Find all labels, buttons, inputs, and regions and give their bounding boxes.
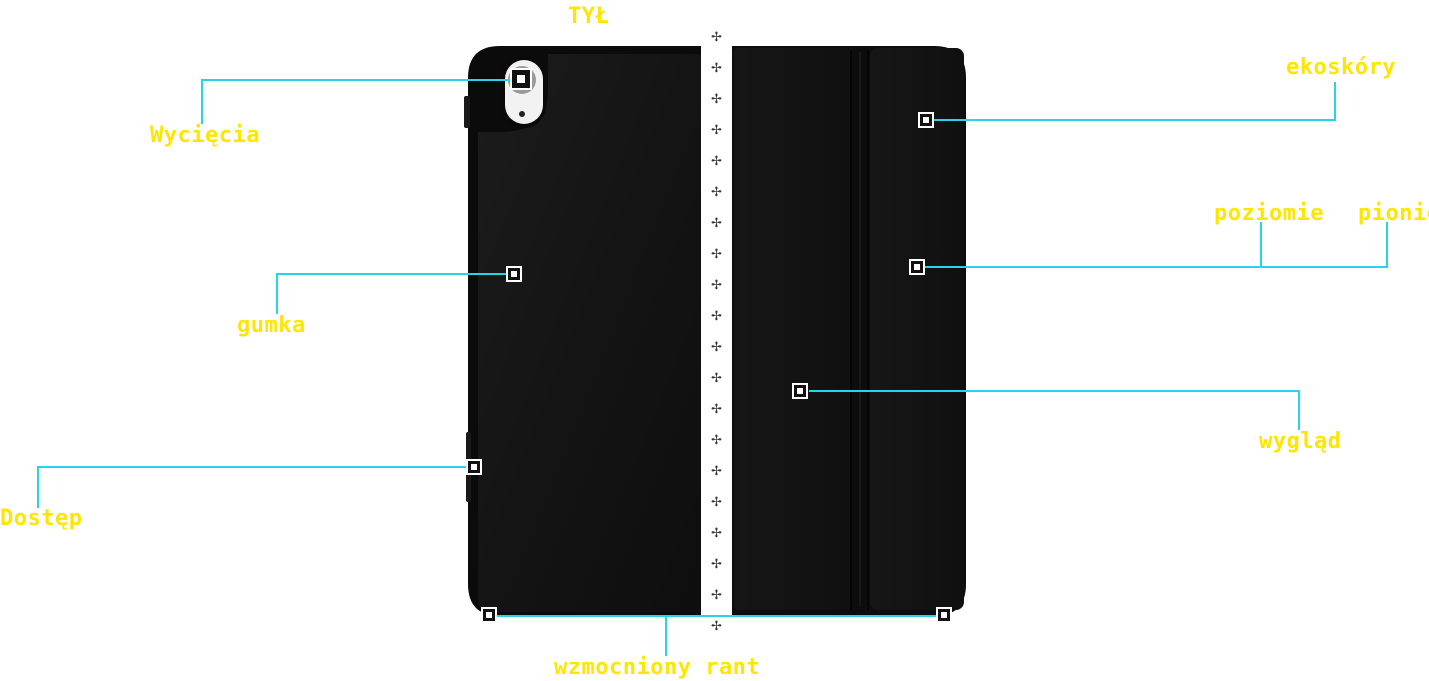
separator-cross: ✢ [711, 309, 722, 324]
separator-cross: ✢ [711, 526, 722, 541]
hotspot-dostep[interactable] [466, 459, 482, 475]
separator-cross: ✢ [711, 557, 722, 572]
separator-cross: ✢ [711, 433, 722, 448]
label-gumka: gumka [237, 313, 306, 338]
leader-gumka [276, 273, 506, 314]
label-pionie: pionie [1358, 201, 1429, 226]
leader-wyciecia [201, 79, 510, 124]
label-rant: wzmocniony rant [554, 655, 761, 680]
separator-cross: ✢ [711, 340, 722, 355]
hotspot-ekoskory[interactable] [918, 112, 934, 128]
separator-cross: ✢ [711, 92, 722, 107]
separator-cross: ✢ [711, 464, 722, 479]
leader-lines [37, 79, 1388, 656]
leader-wyglad [809, 390, 1300, 430]
hotspot-rant-left[interactable] [481, 607, 497, 623]
camera-cutout [500, 56, 546, 128]
leader-dostep [37, 466, 466, 508]
hotspot-gumka[interactable] [506, 266, 522, 282]
leader-ekoskory [934, 82, 1336, 121]
separator-cross: ✢ [711, 61, 722, 76]
separator-cross: ✢ [711, 247, 722, 262]
separator-cross: ✢ [711, 588, 722, 603]
separator-cross: ✢ [711, 619, 722, 634]
title-tyl: TYŁ [568, 4, 610, 29]
hotspot-wyglad[interactable] [792, 383, 808, 399]
separator-cross: ✢ [711, 185, 722, 200]
separator-cross: ✢ [711, 154, 722, 169]
hotspot-poziomie-pionie[interactable] [909, 259, 925, 275]
leader-poziomie-pionie [925, 222, 1388, 268]
separator-cross: ✢ [711, 216, 722, 231]
label-dostep: Dostęp [0, 506, 83, 531]
case-front-right-half [732, 46, 966, 616]
separator-cross: ✢ [711, 402, 722, 417]
hotspot-wyciecia[interactable] [510, 68, 532, 90]
case-back-left-half [464, 46, 701, 616]
separator-cross: ✢ [711, 495, 722, 510]
label-wyglad: wygląd [1259, 429, 1342, 454]
label-wyciecia: Wycięcia [150, 123, 260, 148]
separator-cross: ✢ [711, 30, 722, 45]
separator-cross: ✢ [711, 123, 722, 138]
label-ekoskory: ekoskóry [1286, 55, 1396, 80]
separator-cross: ✢ [711, 371, 722, 386]
label-poziomie: poziomie [1214, 201, 1324, 226]
separator-cross: ✢ [711, 278, 722, 293]
hotspot-rant-right[interactable] [936, 607, 952, 623]
